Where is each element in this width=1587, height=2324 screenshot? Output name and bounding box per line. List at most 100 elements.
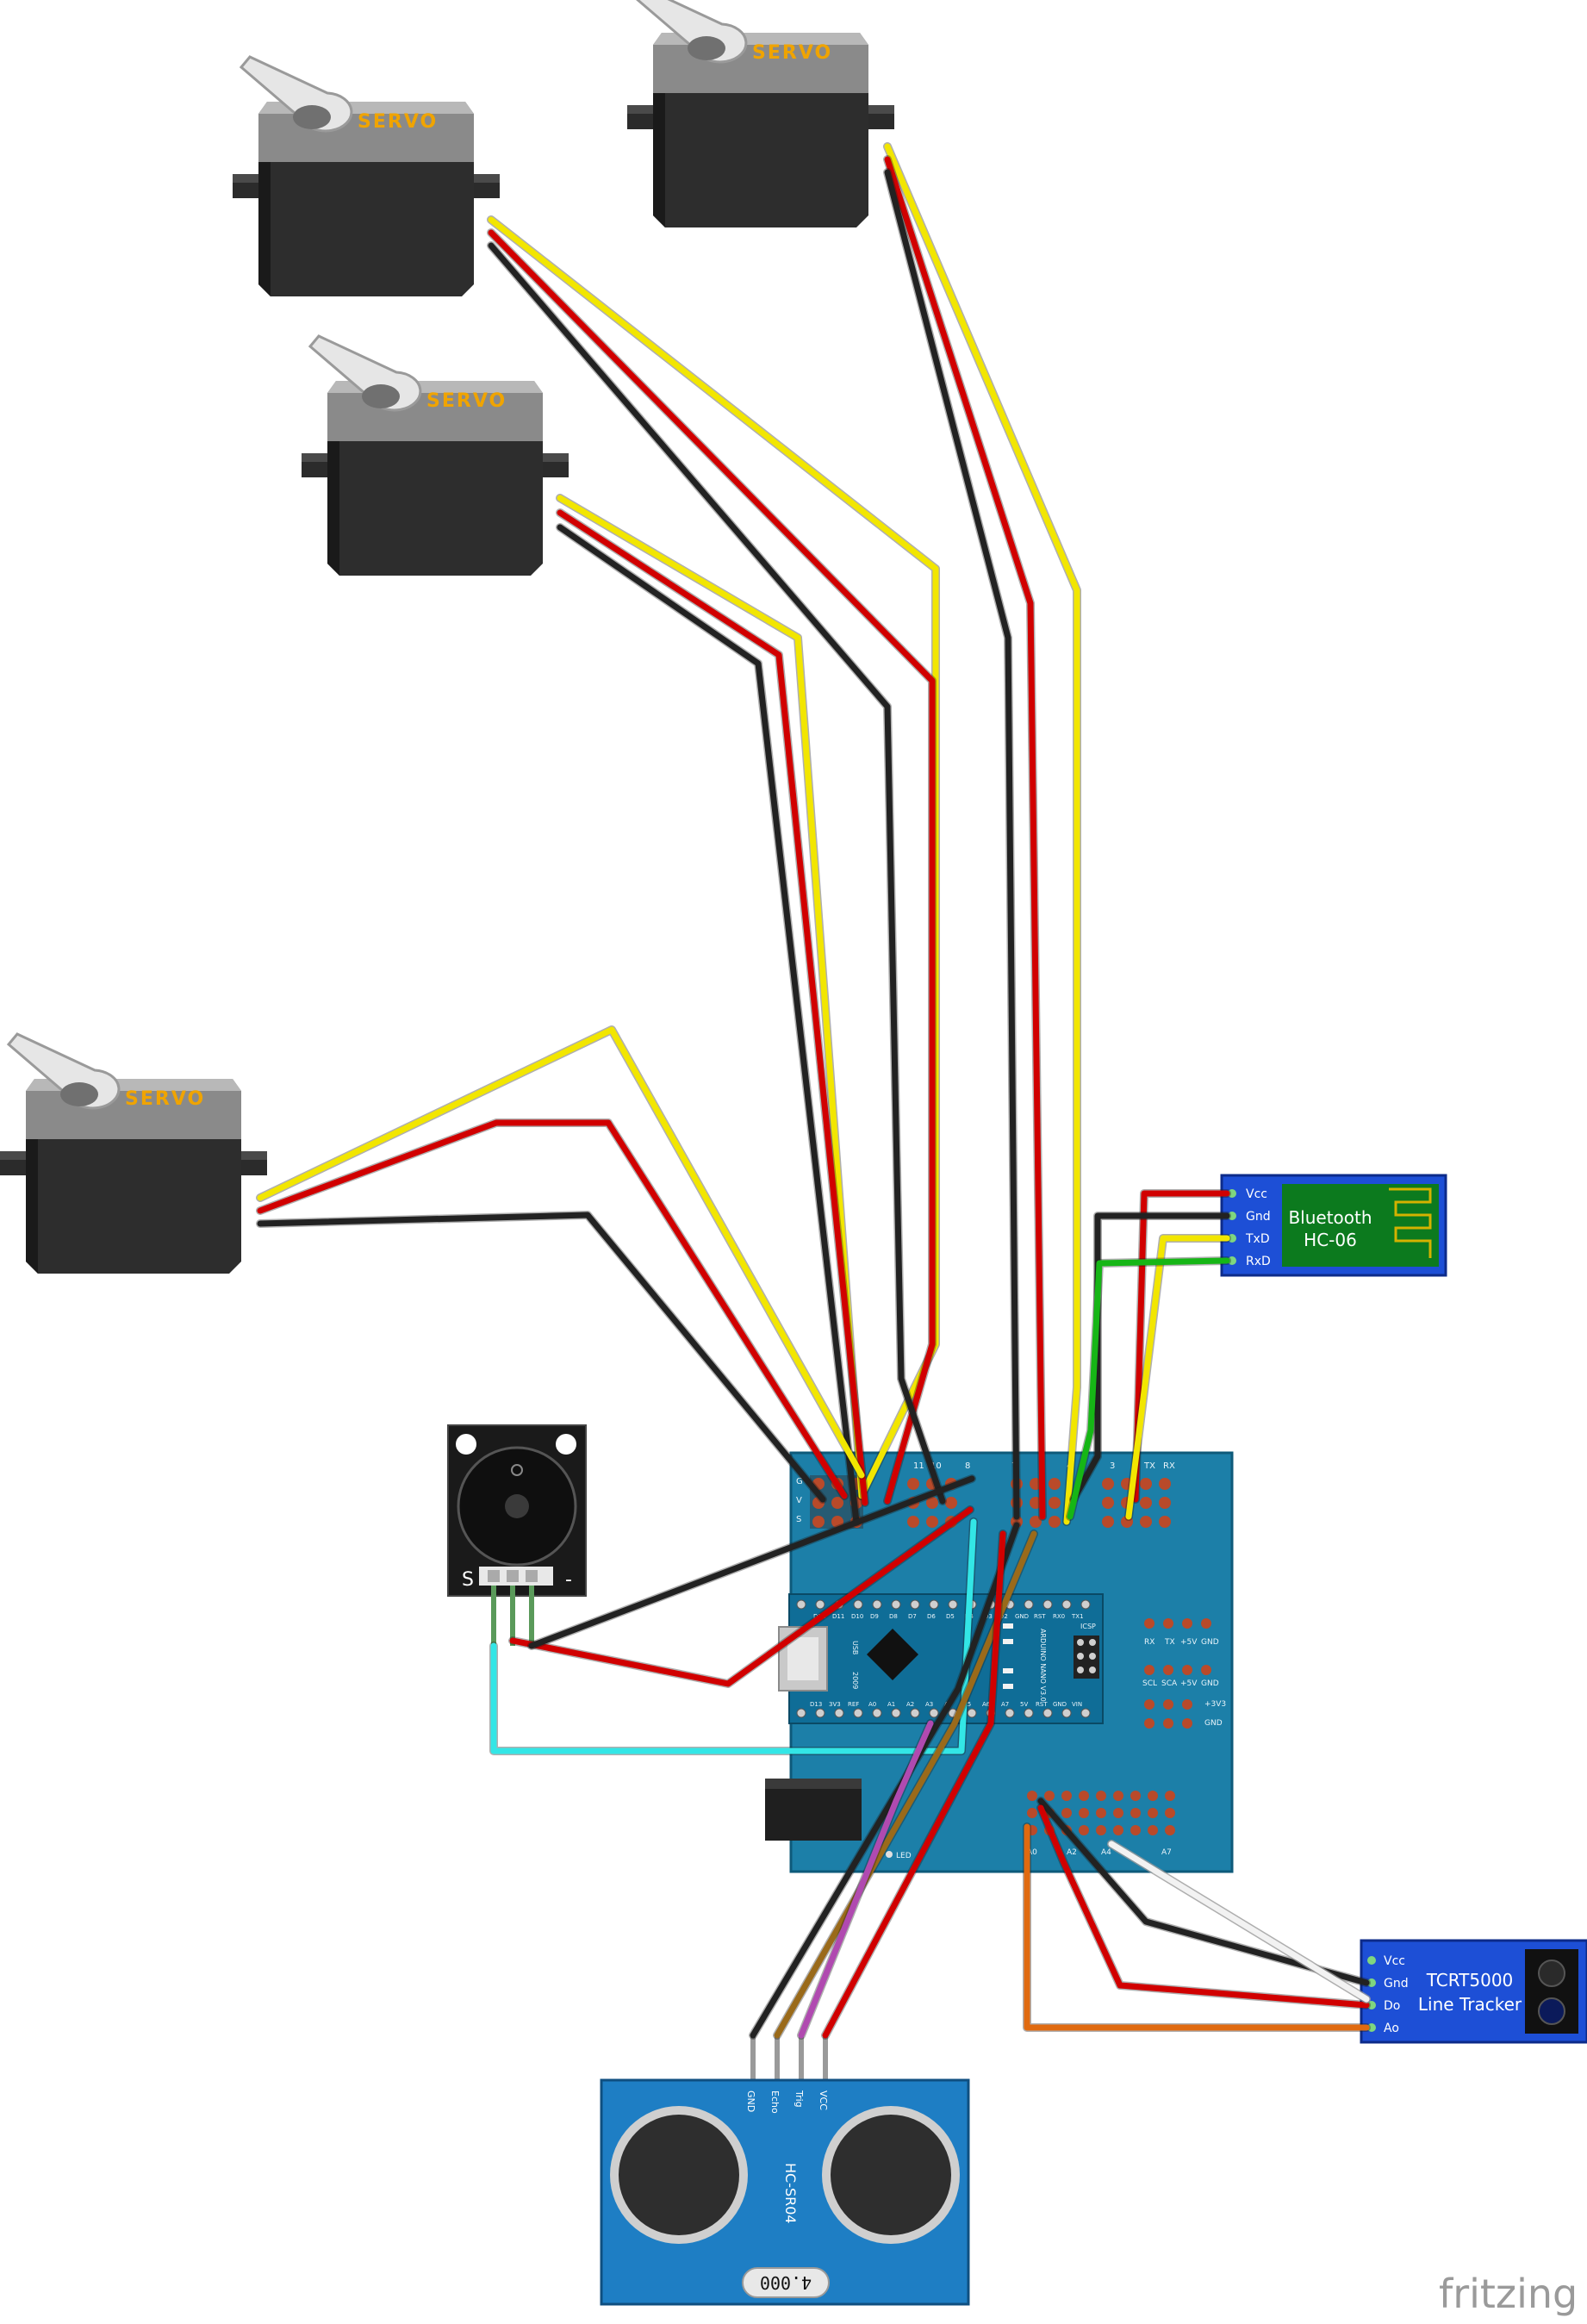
i2c-label-sca: SCA (1161, 1679, 1178, 1688)
pin-label-11: 11 (913, 1461, 924, 1471)
serial-label-gnd: GND (1201, 1638, 1219, 1647)
nano-pin-d2: D2 (999, 1613, 1008, 1620)
wire-power-24 (1037, 1804, 1370, 2009)
servo-label: SERVO (358, 111, 438, 133)
bt-pin-txd: TxD (1245, 1232, 1270, 1246)
serial-label-5v: +5V (1180, 1638, 1198, 1647)
line-tracker-module: TCRT5000 Line Tracker Vcc Gnd Do Ao (1360, 1939, 1587, 2044)
tracker-pin-do: Do (1384, 1999, 1400, 2013)
pin-label-10: 10 (930, 1461, 942, 1471)
icsp-label: ICSP (1080, 1623, 1096, 1630)
wire-brown-20 (774, 1530, 1037, 2039)
nano-pin-d11: D11 (832, 1613, 844, 1620)
nano-pin-a3: A3 (925, 1701, 933, 1708)
wire-power-12 (1132, 1190, 1230, 1503)
wire-ground-8 (557, 524, 860, 1525)
tracker-pin-gnd: Gnd (1384, 1977, 1409, 1991)
servo-motor-4: SERVO (0, 1032, 269, 1275)
nano-pin-tx1: TX1 (1071, 1613, 1084, 1620)
nano-pin-d8: D8 (889, 1613, 898, 1620)
wire-ground-5 (884, 169, 1020, 1520)
tracker-pin-vcc: Vcc (1384, 1954, 1405, 1968)
bluetooth-hc06-module: Bluetooth HC-06 Vcc Gnd TxD RxD (1220, 1174, 1447, 1277)
nano-pin-a0: A0 (868, 1701, 876, 1708)
analog-label-a0: A0 (1027, 1848, 1037, 1857)
led-label: LED (896, 1852, 912, 1860)
power-label-3v3: +3V3 (1204, 1700, 1226, 1709)
wire-outline-0 (487, 215, 940, 1500)
tracker-title: TCRT5000 (1426, 1970, 1514, 1991)
servo-motor-2: SERVO (625, 0, 896, 229)
nano-board-name: ARDUINO NANO V3.0 (1039, 1629, 1047, 1702)
wire-outline-8 (556, 523, 861, 1526)
wire-orange-26 (1024, 1823, 1370, 2031)
row-label-g: G (796, 1477, 803, 1486)
nano-pin-d9: D9 (870, 1613, 879, 1620)
nano-pin-rst-2: RST (1036, 1701, 1048, 1708)
nano-pin-d13: D13 (810, 1701, 822, 1708)
servo-label: SERVO (752, 42, 832, 64)
nano-year-label: 2009 (851, 1672, 859, 1689)
wire-outline-4 (883, 155, 1047, 1521)
ultrasonic-pin-gnd: GND (745, 2090, 756, 2112)
pin-label-8: 8 (965, 1461, 970, 1471)
ultrasonic-pin-echo: Echo (769, 2090, 781, 2114)
nano-pin-a2: A2 (906, 1701, 914, 1708)
wire-signal-0 (488, 216, 939, 1499)
analog-label-a7: A7 (1161, 1848, 1172, 1857)
pin-label-3: 3 (1110, 1461, 1115, 1471)
servo-label: SERVO (426, 390, 507, 412)
wire-signal-3 (884, 143, 1080, 1525)
row-label-v: V (796, 1496, 802, 1505)
ultrasonic-pins (750, 2035, 828, 2084)
buzzer-pin-minus: - (565, 1569, 572, 1591)
nano-pin-3v3: 3V3 (829, 1701, 841, 1708)
serial-label-rx: RX (1144, 1638, 1154, 1647)
power-label-gnd: GND (1204, 1719, 1223, 1728)
fritzing-watermark: fritzing (1439, 2271, 1578, 2317)
serial-header (1144, 1618, 1211, 1729)
wire-outline-7 (556, 508, 869, 1507)
wire-power-1 (488, 229, 936, 1505)
icsp-header (1074, 1636, 1099, 1679)
servo-label: SERVO (125, 1088, 205, 1110)
bt-pin-gnd: Gnd (1246, 1210, 1271, 1224)
wire-ground-18 (528, 1475, 975, 1649)
bluetooth-title: Bluetooth (1288, 1207, 1372, 1228)
nano-pin-gnd: GND (1015, 1613, 1029, 1620)
nano-top-pin-labels: D12 D11 D10 D9 D8 D7 D6 D5 D4 D3 D2 GND … (813, 1613, 1084, 1620)
wire-green-15 (1067, 1257, 1230, 1520)
wire-signal-9 (257, 1026, 865, 1479)
nano-pin-d10: D10 (851, 1613, 863, 1620)
wire-ground-23 (1037, 1798, 1370, 1986)
wire-ground-11 (257, 1212, 826, 1503)
wire-ground-2 (488, 242, 946, 1505)
i2c-label-5v: +5V (1180, 1679, 1198, 1688)
i2c-label-scl: SCL (1142, 1679, 1157, 1688)
wire-purple-21 (798, 1720, 934, 2039)
analog-label-a2: A2 (1067, 1848, 1077, 1857)
buzzer-pin-s: S (462, 1569, 474, 1591)
led-indicator (886, 1851, 893, 1858)
wire-power-4 (884, 156, 1046, 1520)
row-label-s: S (796, 1515, 801, 1524)
analog-label-a4: A4 (1101, 1848, 1111, 1857)
i2c-label-gnd: GND (1201, 1679, 1219, 1688)
wire-power-10 (257, 1119, 848, 1499)
pin-label-tx: TX (1143, 1461, 1155, 1471)
wire-outline-2 (487, 241, 947, 1505)
nano-pin-5v: 5V (1020, 1701, 1028, 1708)
nano-pin-ref: REF (848, 1701, 859, 1708)
wire-outline-1 (487, 228, 937, 1505)
nano-pin-a5: A5 (963, 1701, 971, 1708)
bt-pin-rxd: RxD (1246, 1255, 1271, 1268)
bluetooth-model: HC-06 (1304, 1230, 1357, 1250)
nano-pin-d6: D6 (927, 1613, 936, 1620)
nano-pin-d3: D3 (984, 1613, 993, 1620)
ultrasonic-sensor-hcsr04: 4.000 HC-SR04 GND Echo Trig VCC (600, 2035, 970, 2306)
wire-signal-6 (557, 495, 865, 1499)
buzzer-module: S - (447, 1424, 587, 1646)
wire-signal-14 (1125, 1235, 1230, 1520)
nano-pin-vin: VIN (1072, 1701, 1082, 1708)
nano-pin-gnd-2: GND (1053, 1701, 1067, 1708)
